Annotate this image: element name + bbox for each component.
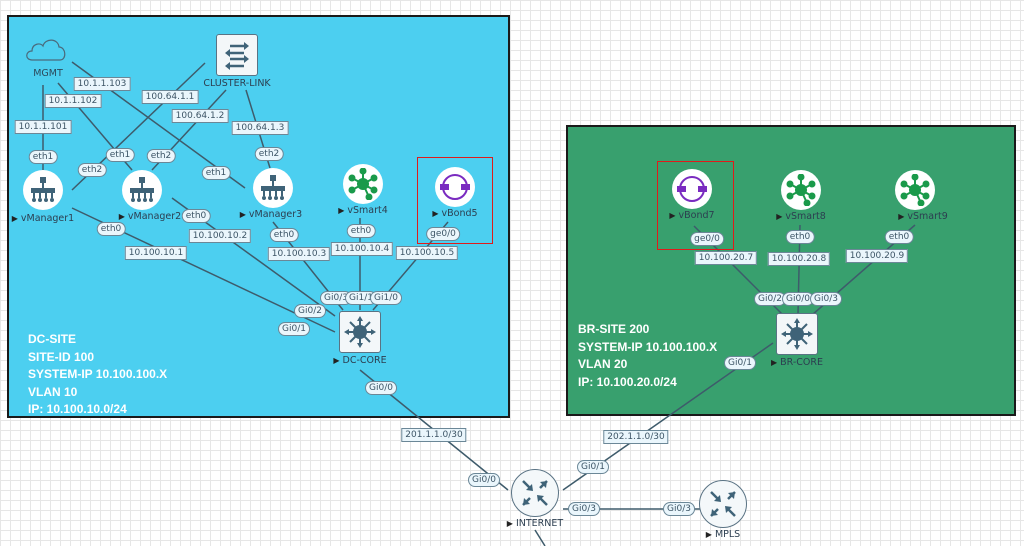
switch-arrows-icon	[216, 34, 258, 76]
vbond-icon	[672, 169, 712, 209]
site-info-line: DC-SITE	[28, 332, 76, 346]
dc-site-info: DC-SITE SITE-ID 100 SYSTEM-IP 10.100.100…	[28, 331, 167, 419]
interface-label[interactable]: eth2	[77, 163, 107, 177]
site-info-line: IP: 10.100.20.0/24	[578, 374, 677, 389]
node-label: ▶vBond7	[669, 210, 715, 221]
l3-switch-icon	[776, 313, 818, 355]
interface-label[interactable]: eth0	[269, 228, 299, 242]
ip-label[interactable]: 100.64.1.1	[141, 90, 199, 104]
l3-switch-icon	[339, 311, 381, 353]
vmanager-icon	[122, 170, 162, 210]
interface-label[interactable]: eth0	[181, 209, 211, 223]
node-label: MGMT	[33, 68, 63, 79]
interface-label[interactable]: eth1	[105, 148, 135, 162]
site-info-line: SITE-ID 100	[28, 349, 95, 364]
interface-label[interactable]: Gi0/1	[724, 356, 756, 370]
interface-label[interactable]: ge0/0	[426, 227, 460, 241]
node-label: ▶vManager3	[239, 209, 303, 220]
interface-label[interactable]: Gi0/3	[320, 291, 352, 305]
interface-label[interactable]: Gi0/0	[468, 473, 500, 487]
ip-label[interactable]: 10.100.10.1	[124, 246, 188, 260]
interface-label[interactable]: eth0	[346, 224, 376, 238]
interface-label[interactable]: Gi0/3	[663, 502, 695, 516]
node-label: ▶MPLS	[705, 529, 741, 540]
interface-label[interactable]: Gi0/2	[294, 304, 326, 318]
site-info-line: VLAN 20	[578, 357, 628, 371]
interface-label[interactable]: ge0/0	[690, 232, 724, 246]
interface-label[interactable]: eth0	[785, 230, 815, 244]
interface-label[interactable]: eth2	[254, 147, 284, 161]
interface-label[interactable]: eth0	[884, 230, 914, 244]
interface-label[interactable]: Gi0/3	[568, 502, 600, 516]
cloud-icon	[26, 39, 66, 61]
ip-label[interactable]: 10.1.1.101	[14, 120, 72, 134]
vsmart-icon	[343, 164, 383, 204]
ip-label[interactable]: 10.100.20.7	[694, 251, 758, 265]
site-info-line: SYSTEM-IP 10.100.100.X	[28, 367, 168, 381]
interface-label[interactable]: eth1	[28, 150, 58, 164]
ip-label[interactable]: 10.100.20.8	[767, 252, 831, 266]
interface-label[interactable]: Gi0/1	[278, 322, 310, 336]
ip-label[interactable]: 10.1.1.102	[44, 94, 102, 108]
node-label: ▶vManager2	[118, 211, 182, 222]
node-label: ▶vSmart9	[898, 211, 948, 222]
ip-label[interactable]: 10.100.10.4	[330, 242, 394, 256]
ip-label[interactable]: 10.100.10.2	[188, 229, 252, 243]
selection-box-vbond7	[657, 161, 734, 250]
ip-label[interactable]: 10.100.10.3	[267, 247, 331, 261]
selection-box-vbond5	[417, 157, 493, 244]
ip-label[interactable]: 10.100.20.9	[845, 249, 909, 263]
node-label: ▶vManager1	[11, 213, 75, 224]
ip-label[interactable]: 10.100.10.5	[395, 246, 459, 260]
interface-label[interactable]: Gi0/0	[782, 292, 814, 306]
node-label: ▶vBond5	[432, 208, 478, 219]
node-label: ▶vSmart4	[338, 205, 388, 216]
br-site-info: BR-SITE 200 SYSTEM-IP 10.100.100.X VLAN …	[578, 321, 717, 391]
site-info-line: IP: 10.100.10.0/24	[28, 402, 127, 416]
node-label: ▶INTERNET	[506, 518, 564, 529]
vmanager-icon	[253, 168, 293, 208]
interface-label[interactable]: eth1	[201, 166, 231, 180]
ip-label[interactable]: 100.64.1.2	[171, 109, 229, 123]
ip-label[interactable]: 100.64.1.3	[231, 121, 289, 135]
node-label: ▶BR-CORE	[770, 357, 824, 368]
ip-label[interactable]: 202.1.1.0/30	[603, 430, 669, 444]
router-icon	[511, 469, 559, 517]
ip-label[interactable]: 10.1.1.103	[73, 77, 131, 91]
interface-label[interactable]: Gi0/1	[577, 460, 609, 474]
vsmart-icon	[781, 170, 821, 210]
vsmart-icon	[895, 170, 935, 210]
interface-label[interactable]: eth2	[146, 149, 176, 163]
site-info-line: BR-SITE 200	[578, 322, 650, 336]
router-icon	[699, 480, 747, 528]
interface-label[interactable]: Gi0/0	[365, 381, 397, 395]
interface-label[interactable]: Gi0/3	[810, 292, 842, 306]
site-info-line: VLAN 10	[28, 384, 78, 399]
link-internet-down[interactable]	[534, 529, 546, 546]
vmanager-icon	[23, 170, 63, 210]
node-label: ▶vSmart8	[776, 211, 826, 222]
interface-label[interactable]: eth0	[96, 222, 126, 236]
node-label: CLUSTER-LINK	[203, 78, 271, 89]
interface-label[interactable]: Gi1/1	[345, 291, 377, 305]
site-info-line: SYSTEM-IP 10.100.100.X	[578, 339, 718, 354]
interface-label[interactable]: Gi1/0	[370, 291, 402, 305]
node-label: ▶DC-CORE	[333, 355, 387, 366]
vbond-icon	[435, 167, 475, 207]
interface-label[interactable]: Gi0/2	[754, 292, 786, 306]
ip-label[interactable]: 201.1.1.0/30	[401, 428, 467, 442]
